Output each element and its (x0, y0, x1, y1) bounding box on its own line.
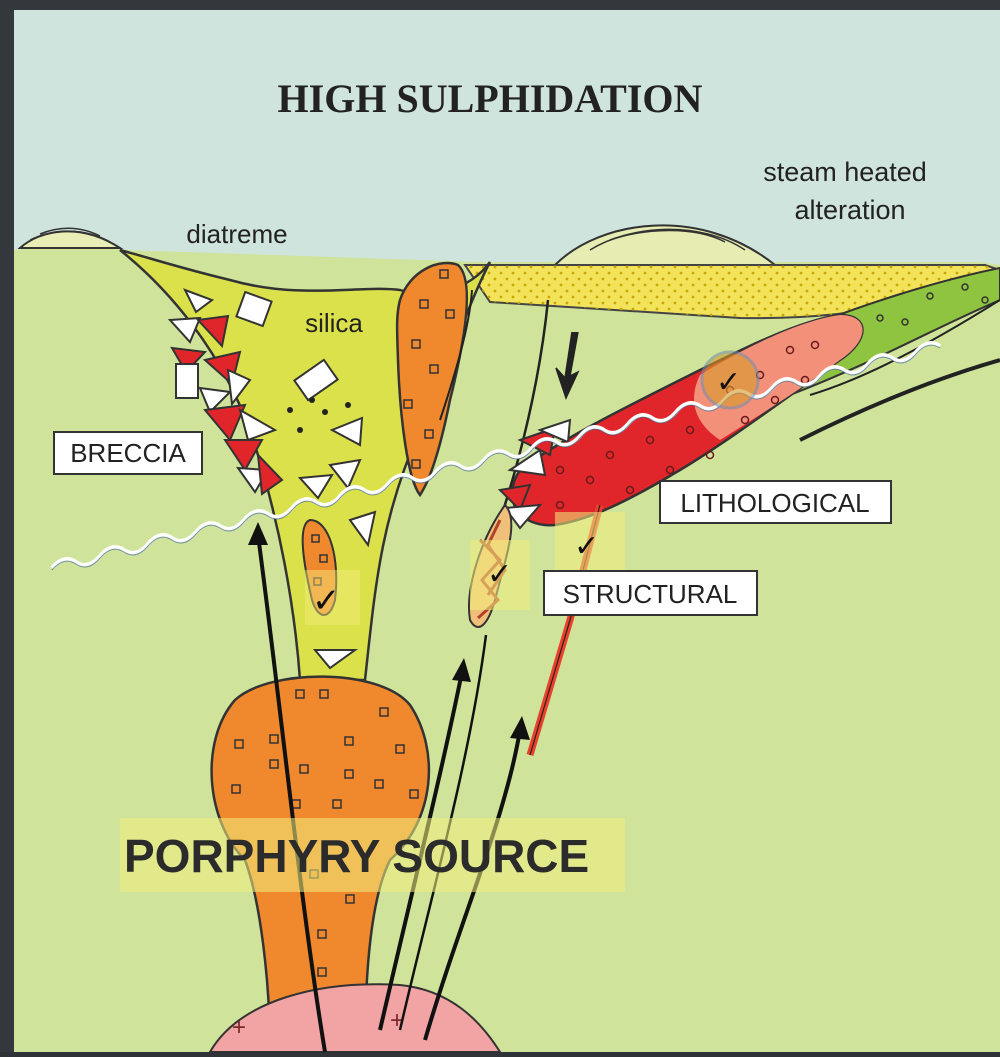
diagram-title: HIGH SULPHIDATION (278, 76, 703, 121)
check-mark-3: ✓ (574, 529, 599, 564)
label-alteration: alteration (794, 195, 905, 225)
label-structural: STRUCTURAL (563, 579, 738, 609)
label-lithological: LITHOLOGICAL (680, 488, 869, 518)
label-diatreme: diatreme (186, 219, 287, 249)
label-breccia: BRECCIA (70, 438, 186, 468)
check-mark-4: ✓ (716, 365, 741, 400)
label-steam-heated: steam heated (763, 157, 927, 187)
plus-mark-1: + (232, 1014, 246, 1041)
check-mark-1: ✓ (312, 581, 341, 621)
label-silica: silica (305, 308, 363, 338)
sky-background (14, 10, 1000, 270)
check-mark-2: ✓ (487, 557, 512, 592)
label-porphyry-source: PORPHYRY SOURCE (124, 830, 589, 882)
